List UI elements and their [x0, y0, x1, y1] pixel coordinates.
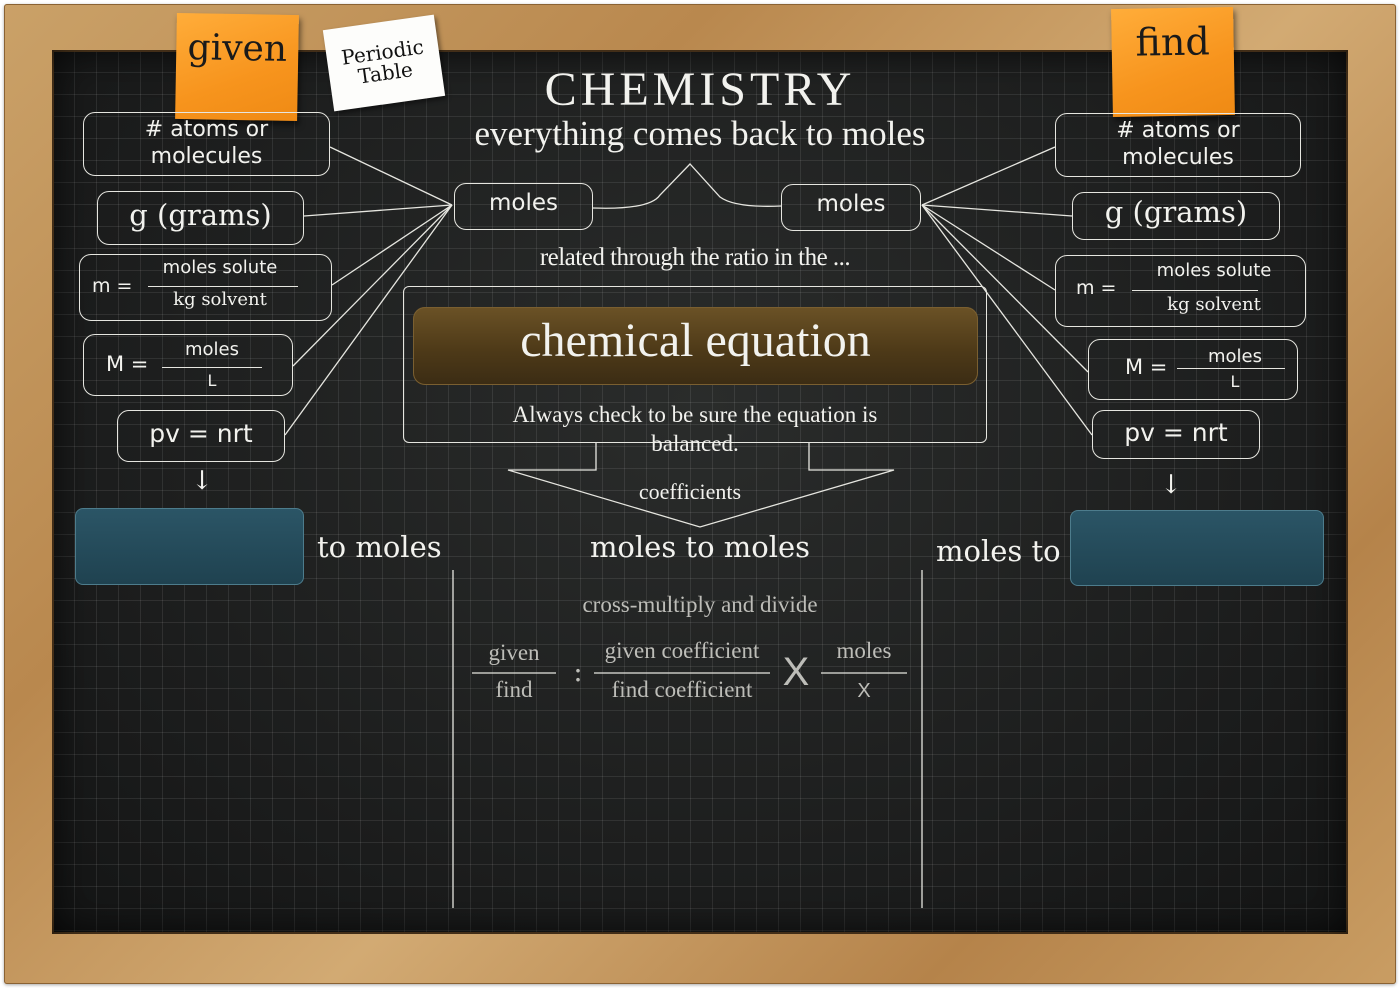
- formula-multiply-icon: X: [782, 650, 810, 694]
- right-grams-label: g (grams): [1104, 195, 1248, 229]
- left-down-arrow-icon: ↓: [191, 466, 213, 496]
- periodic-table-line2: Table: [356, 57, 415, 89]
- formula-given-coefficient: given coefficient: [604, 638, 760, 663]
- right-molarity-box: M = moles L: [1088, 339, 1298, 400]
- formula-given: given: [488, 640, 540, 665]
- left-molarity-numerator: moles: [185, 339, 239, 360]
- right-molarity-denominator: L: [1230, 372, 1240, 391]
- moles-right-label: moles: [816, 191, 886, 217]
- left-molality-m: m =: [92, 275, 133, 297]
- left-grams-label: g (grams): [129, 198, 272, 232]
- left-molarity-M: M =: [106, 352, 149, 376]
- right-molarity-bar: [1177, 368, 1285, 369]
- right-gas-law-label: pv = nrt: [1124, 418, 1228, 447]
- cross-multiply-label: cross-multiply and divide: [582, 592, 818, 617]
- formula-moles: moles: [836, 638, 892, 663]
- moles-to-moles-label: moles to moles: [589, 530, 811, 564]
- left-molarity-denominator: L: [207, 371, 217, 390]
- formula-x: X: [857, 680, 871, 702]
- right-molality-m: m =: [1076, 277, 1117, 299]
- balance-reminder-line1: Always check to be sure the equation is: [512, 402, 878, 427]
- right-molality-box: m = moles solute kg solvent: [1055, 255, 1306, 327]
- left-molality-box: m = moles solute kg solvent: [79, 254, 332, 321]
- right-moles-to-label: moles to: [936, 534, 1061, 568]
- right-molarity-M: M =: [1125, 355, 1168, 379]
- coefficients-label: coefficients: [638, 479, 742, 504]
- right-answer-box[interactable]: [1070, 510, 1324, 586]
- left-molarity-bar: [162, 367, 262, 368]
- right-atoms-line1: # atoms or: [1116, 118, 1240, 143]
- related-text: related through the ratio in the ...: [539, 244, 851, 271]
- periodic-table-link[interactable]: Periodic Table: [322, 14, 446, 112]
- balance-reminder-line2: balanced.: [651, 431, 739, 456]
- left-grams-box: g (grams): [97, 191, 304, 245]
- right-molality-numerator: moles solute: [1156, 260, 1272, 281]
- equation-outer-box: [403, 286, 987, 443]
- formula-ratio-colon: :: [573, 655, 583, 688]
- left-molarity-box: M = moles L: [83, 334, 293, 396]
- find-note-label: find: [1135, 19, 1211, 65]
- given-note-label: given: [187, 27, 288, 70]
- right-atoms-line2: molecules: [1122, 145, 1234, 170]
- left-gas-law-label: pv = nrt: [149, 419, 253, 448]
- right-down-arrow-icon: ↓: [1160, 470, 1182, 500]
- left-molality-bar: [148, 286, 298, 287]
- moles-right-box: moles: [781, 184, 921, 231]
- left-molality-numerator: moles solute: [162, 257, 278, 278]
- left-molality-denominator: kg solvent: [173, 289, 267, 310]
- chemical-equation-label: chemical equation: [520, 314, 871, 367]
- page-subtitle: everything comes back to moles: [474, 114, 926, 153]
- given-sticky-note: given: [175, 12, 299, 122]
- chemical-equation-banner: chemical equation: [413, 307, 978, 385]
- find-sticky-note: find: [1111, 6, 1235, 118]
- left-gas-law-box: pv = nrt: [117, 410, 285, 462]
- right-molality-bar: [1132, 290, 1258, 291]
- left-atoms-box: # atoms or molecules: [83, 112, 330, 176]
- left-atoms-line1: # atoms or: [144, 117, 269, 142]
- page-title: CHEMISTRY: [544, 63, 856, 116]
- moles-left-box: moles: [454, 183, 593, 230]
- left-answer-box[interactable]: [75, 508, 304, 585]
- right-grams-box: g (grams): [1072, 192, 1280, 240]
- moles-left-label: moles: [489, 190, 558, 216]
- right-atoms-box: # atoms or molecules: [1055, 113, 1301, 177]
- formula-find: find: [495, 677, 533, 702]
- left-to-moles-label: to moles: [317, 530, 442, 564]
- left-atoms-line2: molecules: [150, 144, 263, 169]
- right-molality-denominator: kg solvent: [1167, 294, 1261, 315]
- right-gas-law-box: pv = nrt: [1092, 410, 1260, 459]
- formula-find-coefficient: find coefficient: [611, 677, 753, 702]
- right-molarity-numerator: moles: [1208, 346, 1262, 367]
